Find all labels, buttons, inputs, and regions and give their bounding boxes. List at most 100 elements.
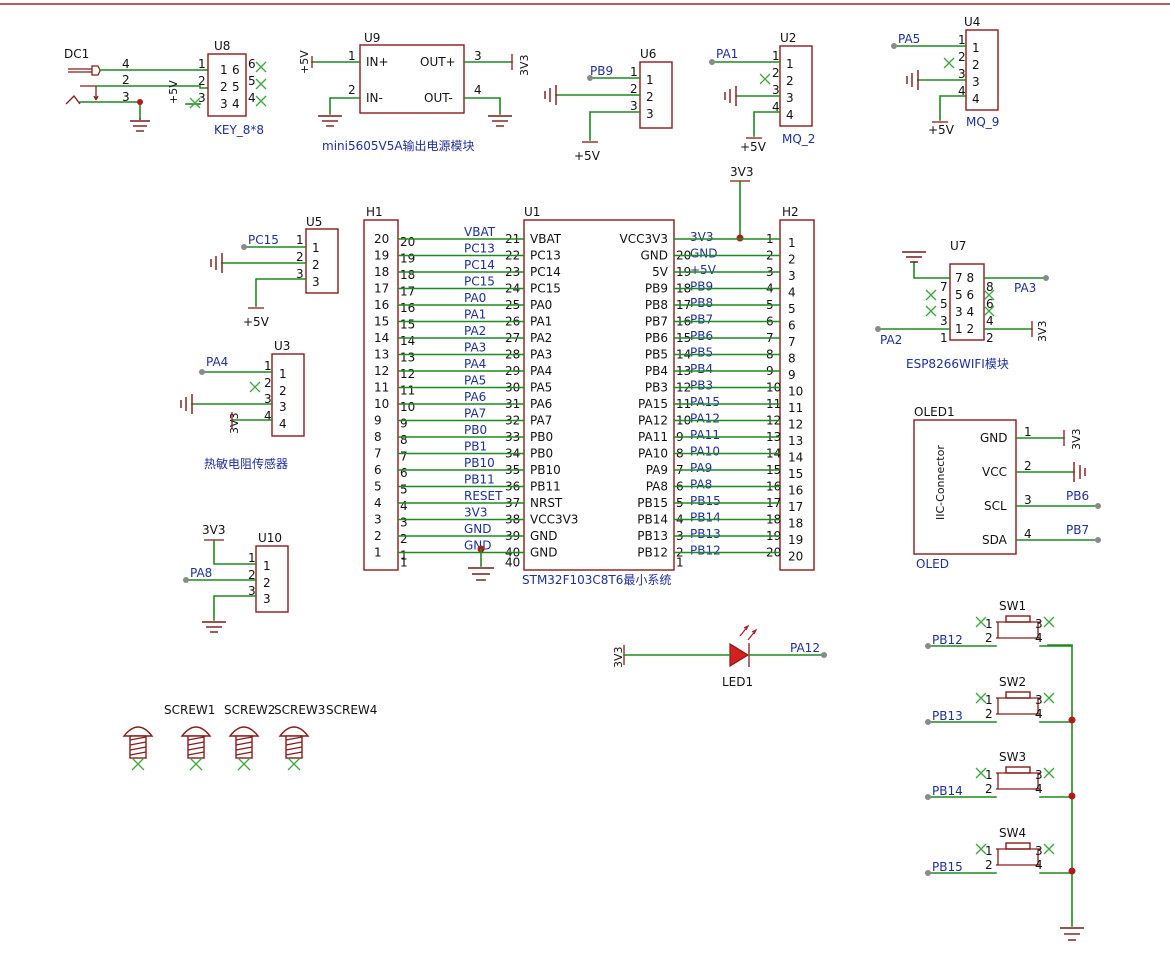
svg-text:U7: U7 xyxy=(950,239,966,253)
screw-icon xyxy=(228,726,260,737)
svg-text:4: 4 xyxy=(279,417,287,431)
u9-power-module[interactable]: U9 IN+ IN- OUT+ OUT- 1 2 3 4 mini5605V5A… xyxy=(298,31,531,153)
u1-left-pin-label: PA1 xyxy=(530,315,552,329)
ground-symbol xyxy=(130,118,150,132)
h1-pin: 16 xyxy=(374,298,389,312)
u1-left-pin-label: PA2 xyxy=(530,331,552,345)
bus-net-left: RESET xyxy=(464,489,503,503)
svg-text:ESP8266WIFI模块: ESP8266WIFI模块 xyxy=(906,357,1009,371)
h2-pin: 15 xyxy=(788,467,803,481)
bus-net-left: PA6 xyxy=(464,390,486,404)
svg-text:U2: U2 xyxy=(780,31,796,45)
u1-left-pins: VBAT2120VBATPC132219PC13PC142318PC14PC15… xyxy=(400,225,578,570)
bus-net-left: PA0 xyxy=(464,291,486,305)
svg-text:PA8: PA8 xyxy=(190,566,212,580)
svg-text:3V3: 3V3 xyxy=(518,54,531,76)
u9-in-minus: IN- xyxy=(366,91,383,105)
h2-pin: 8 xyxy=(788,352,796,366)
bus-net-left: GND xyxy=(464,522,492,536)
dc1-power-jack[interactable]: DC1 4 2 3 xyxy=(64,47,130,105)
svg-text:PB9: PB9 xyxy=(590,64,613,78)
screw-label: SCREW3 xyxy=(274,703,325,717)
h1-pin: 11 xyxy=(374,381,389,395)
led1-indicator[interactable]: 3V3 LED1 PA12 xyxy=(612,624,820,689)
svg-text:1: 1 xyxy=(985,617,993,631)
h1-pin: 12 xyxy=(374,364,389,378)
svg-text:H2: H2 xyxy=(782,205,799,219)
svg-text:3: 3 xyxy=(940,314,948,328)
nc-mark xyxy=(975,843,1055,855)
svg-text:3: 3 xyxy=(263,592,271,606)
bus-net-left: 3V3 xyxy=(464,506,487,520)
u9-out-minus: OUT- xyxy=(424,91,453,105)
svg-text:PB6: PB6 xyxy=(1066,489,1089,503)
u8-pin-6: 6 xyxy=(248,57,256,71)
u1-left-pin-label: GND xyxy=(530,529,558,543)
oled-display-connector[interactable]: OLED1 IIC-Connector GND VCC SCL SDA 1 2 … xyxy=(913,405,1089,571)
dc1-pin-2: 2 xyxy=(122,73,130,87)
switch-actuator xyxy=(1005,615,1031,623)
screw-label: SCREW4 xyxy=(326,703,377,717)
h1-side-number: 9 xyxy=(400,417,408,431)
u1-right-pin-label: PA8 xyxy=(646,480,668,494)
screw-icon xyxy=(180,726,212,737)
switch-net: PB13 xyxy=(932,709,963,723)
svg-text:1: 1 xyxy=(264,359,272,373)
svg-text:IIC-Connector: IIC-Connector xyxy=(934,445,947,520)
screw-label: SCREW1 xyxy=(164,703,215,717)
u7-esp8266-wifi[interactable]: U7 7 8 5 6 3 4 1 2 7 5 3 1 8 6 4 2 ESP82… xyxy=(880,239,1049,371)
svg-text:8: 8 xyxy=(986,280,994,294)
svg-text:1: 1 xyxy=(1024,425,1032,439)
h1-side-number: 12 xyxy=(400,367,415,381)
net-3v3-top: 3V3 xyxy=(730,165,753,179)
svg-text:+5V: +5V xyxy=(243,315,270,329)
u2-mq2-sensor[interactable]: U2 1 2 3 4 1 2 3 4 MQ_2 PA1 +5V xyxy=(716,31,815,154)
u1-stm32-board[interactable]: U1 VBAT2120VBATPC132219PC13PC142318PC14P… xyxy=(400,205,721,587)
svg-text:7: 7 xyxy=(940,280,948,294)
h2-pin: 2 xyxy=(788,253,796,267)
dc1-ref: DC1 xyxy=(64,47,89,61)
bus-net-right: 3V3 xyxy=(690,230,713,244)
bus-net-left: PB1 xyxy=(464,440,487,454)
h1-pin: 6 xyxy=(374,463,382,477)
svg-text:GND: GND xyxy=(980,431,1008,445)
u3-thermistor-sensor[interactable]: U3 1 2 3 4 1 2 3 4 热敏电阻传感器 PA4 3V3 xyxy=(204,339,305,471)
h1-side-number: 17 xyxy=(400,285,415,299)
svg-text:1: 1 xyxy=(985,768,993,782)
bus-net-right: PB15 xyxy=(690,494,721,508)
svg-text:2: 2 xyxy=(348,83,356,97)
svg-text:4: 4 xyxy=(474,83,482,97)
bus-net-left: PA2 xyxy=(464,324,486,338)
u1-pin-40: 40 xyxy=(505,556,520,570)
u1-left-pin-label: PB10 xyxy=(530,463,561,477)
bus-net-right: PA8 xyxy=(690,478,712,492)
u1-right-pin-label: PB3 xyxy=(645,381,668,395)
svg-text:PA4: PA4 xyxy=(206,355,228,369)
svg-text:OLED1: OLED1 xyxy=(914,405,955,419)
bus-net-right: PB6 xyxy=(690,329,713,343)
u1-right-pin-label: PB4 xyxy=(645,364,668,378)
h2-pin: 7 xyxy=(788,335,796,349)
svg-text:1: 1 xyxy=(220,63,228,77)
svg-text:2: 2 xyxy=(279,384,287,398)
u4-mq9-sensor[interactable]: U4 1 2 3 4 1 2 3 4 MQ_9 PA5 +5V xyxy=(898,15,999,137)
u10-module[interactable]: U10 1 2 3 1 2 3 3V3 PA8 xyxy=(190,523,289,613)
svg-text:热敏电阻传感器: 热敏电阻传感器 xyxy=(204,456,288,471)
bus-net-right: PB4 xyxy=(690,362,713,376)
u1-right-pin-label: PB6 xyxy=(645,331,668,345)
u9-ref: U9 xyxy=(364,31,380,45)
svg-text:3: 3 xyxy=(630,99,638,113)
nc-mark xyxy=(975,692,1055,704)
h2-pin: 10 xyxy=(788,385,803,399)
u5-module[interactable]: U5 1 2 3 1 2 3 PC15 +5V xyxy=(243,215,339,329)
nc-mark xyxy=(975,767,1055,779)
u6-module[interactable]: U6 1 2 3 1 2 3 PB9 +5V xyxy=(574,47,673,163)
h2-pin: 6 xyxy=(788,319,796,333)
svg-text:+5V: +5V xyxy=(298,50,311,74)
svg-text:3V3: 3V3 xyxy=(228,412,241,434)
h1-pin: 15 xyxy=(374,315,389,329)
h1-pin-last: 1 xyxy=(400,556,408,570)
